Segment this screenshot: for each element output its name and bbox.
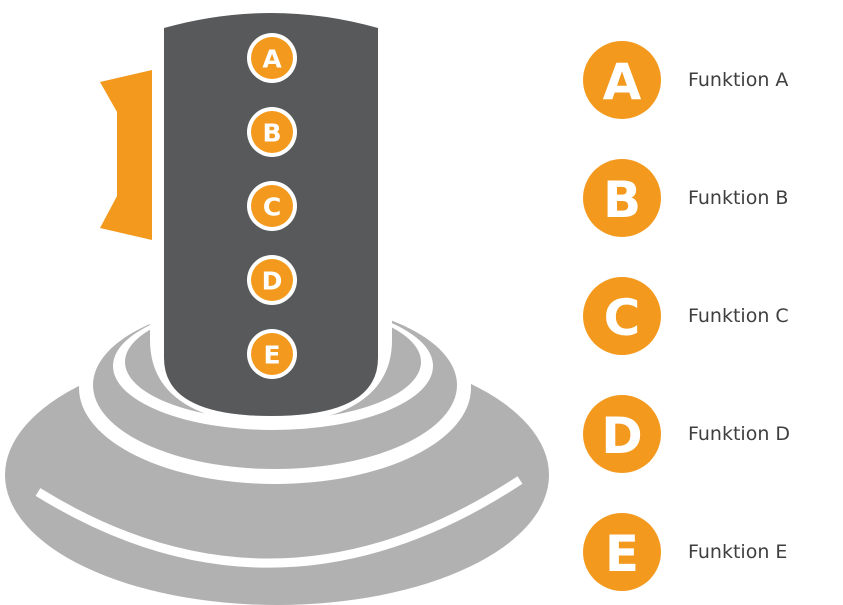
legend-item-b: B Funktion B — [582, 158, 832, 238]
badge-letter: C — [604, 289, 641, 347]
badge-b-icon: B — [582, 158, 662, 238]
trigger — [100, 70, 152, 240]
legend-item-e: E Funktion E — [582, 512, 832, 592]
button-letter: B — [262, 119, 281, 148]
legend-label: Funktion E — [688, 541, 787, 563]
legend-label: Funktion B — [688, 187, 788, 209]
button-b-icon: B — [247, 107, 297, 157]
button-letter: D — [262, 267, 283, 296]
badge-e-icon: E — [582, 512, 662, 592]
badge-d-icon: D — [582, 394, 662, 474]
badge-letter: E — [605, 525, 639, 583]
legend-label: Funktion D — [688, 423, 790, 445]
legend-label: Funktion C — [688, 305, 789, 327]
badge-letter: D — [601, 407, 643, 465]
legend-label: Funktion A — [688, 69, 788, 91]
legend-item-d: D Funktion D — [582, 394, 832, 474]
badge-a-icon: A — [582, 40, 662, 120]
button-letter: E — [263, 341, 280, 370]
button-letter: C — [263, 193, 281, 222]
button-letter: A — [262, 45, 282, 74]
button-d-icon: D — [247, 255, 297, 305]
button-c-icon: C — [247, 181, 297, 231]
badge-letter: B — [603, 171, 641, 229]
badge-letter: A — [603, 53, 642, 111]
legend-item-c: C Funktion C — [582, 276, 832, 356]
legend-item-a: A Funktion A — [582, 40, 832, 120]
button-e-icon: E — [247, 329, 297, 379]
badge-c-icon: C — [582, 276, 662, 356]
button-a-icon: A — [247, 33, 297, 83]
